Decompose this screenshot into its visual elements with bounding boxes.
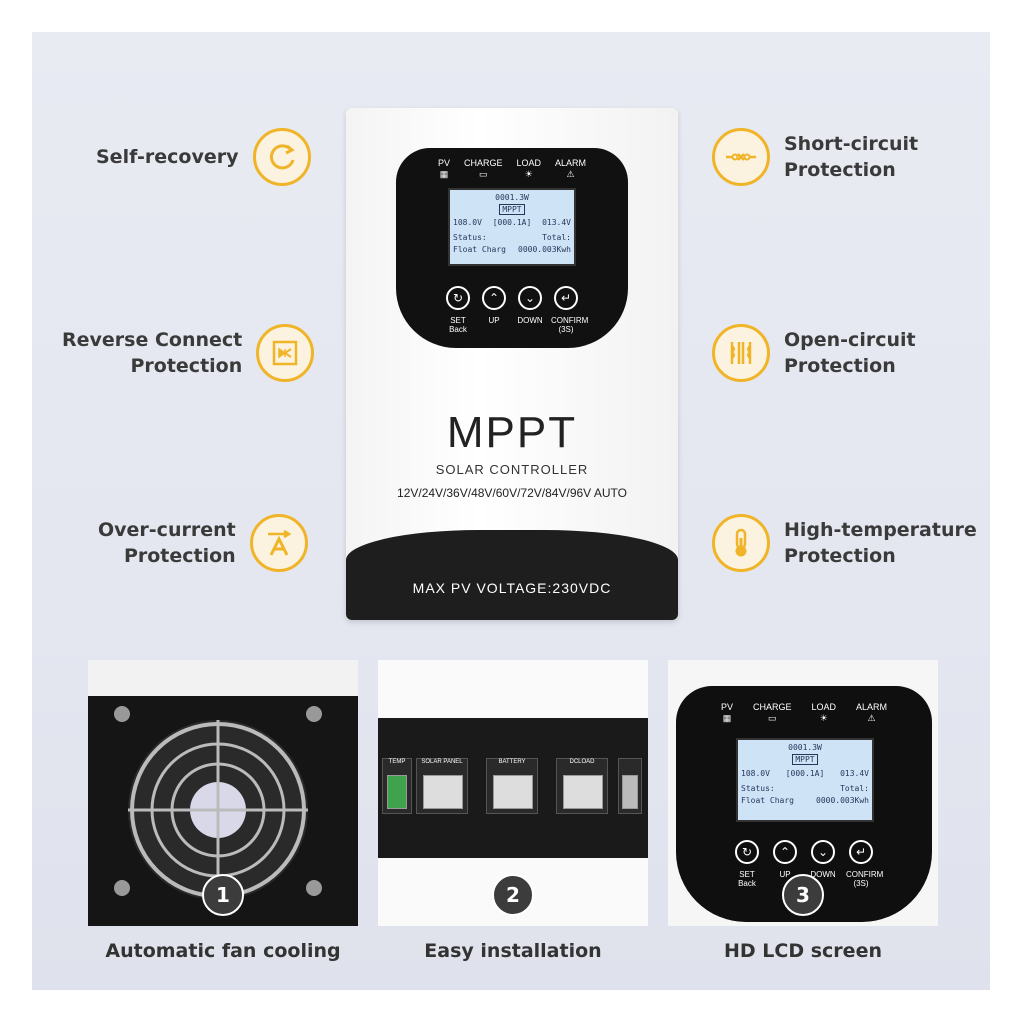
device-subtitle: SOLAR CONTROLLER [435,462,589,477]
enter-icon: ↵ [855,845,867,859]
battery-icon: ▭ [767,713,777,723]
indicator-load: LOAD☀ [811,702,837,723]
feature-label: Open-circuit [784,329,916,351]
battery-terminal: BATTERY [486,758,538,814]
feature-label: Reverse Connect [62,329,243,351]
confirm-button[interactable]: ↵ [849,840,873,864]
set-button[interactable]: ↻ [735,840,759,864]
feature-label: Protection [784,545,896,567]
step-number: 1 [202,874,244,916]
up-button-label: UP [488,316,500,325]
set-button[interactable]: ↻ [446,286,470,310]
lcd-screen: 0001.3W MPPT 108.0V [000.1A] 013.4V Status… [448,188,576,266]
refresh-icon: ↻ [741,845,753,859]
feature-open-circuit: Open-circuit Protection [712,324,916,382]
feature-label: Short-circuit [784,133,919,155]
temp-terminal: TEMP [382,758,412,814]
bulb-icon: ☀ [819,713,828,723]
indicator-load: LOAD☀ [516,158,542,179]
battery-icon: ▭ [478,169,488,179]
indicator-charge: CHARGE▭ [463,158,503,179]
display-bezel: PV▦ CHARGE▭ LOAD☀ ALARM⚠ 0001.3W MPPT 10… [396,148,628,348]
down-button[interactable]: ⌄ [518,286,542,310]
feature-label: Self-recovery [96,146,239,168]
feature-short-circuit: Short-circuit Protection [712,128,918,186]
feature-label: Protection [784,355,896,377]
feature-label: Over-current [98,519,236,541]
indicator-alarm: ALARM⚠ [555,158,587,179]
feature-over-current: Over-current Protection [98,514,308,572]
max-pv-voltage: MAX PV VOLTAGE:230VDC [412,580,612,596]
down-button-label: DOWN [517,316,543,325]
indicator-pv: PV▦ [437,158,450,179]
caption-installation: Easy installation [424,940,602,962]
terminal-strip: TEMP SOLAR PANEL BATTERY DCLOAD [378,718,648,858]
solar-panel-terminal: SOLAR PANEL [416,758,468,814]
chevron-down-icon: ⌄ [817,845,829,859]
bulb-icon: ☀ [524,169,533,179]
photo-terminals: TEMP SOLAR PANEL BATTERY DCLOAD 2 [378,660,648,926]
lcd-mode: MPPT [499,204,525,215]
lcd-pv-voltage: 108.0V [453,218,482,227]
lcd-screen: 0001.3W MPPT 108.0V[000.1A]013.4V Status… [736,738,874,822]
photo-fan: 1 [88,660,358,926]
transformer-icon [712,324,770,382]
step-number: 2 [492,874,534,916]
dc-load-terminal: DCLOAD [556,758,608,814]
indicator-alarm: ALARM⚠ [856,702,888,723]
feature-label: Protection [130,355,243,377]
refresh-icon: ↻ [452,291,464,305]
grid-icon: ▦ [722,713,732,723]
lcd-battery-voltage: 013.4V [542,218,571,227]
chevron-up-icon: ⌃ [488,291,500,305]
device-base: MAX PV VOLTAGE:230VDC [346,530,678,620]
feature-reverse-connect: Reverse Connect Protection [62,324,315,382]
feature-label: Protection [784,159,896,181]
enter-icon: ↵ [560,291,572,305]
caption-fan: Automatic fan cooling [105,940,341,962]
up-button[interactable]: ⌃ [482,286,506,310]
lcd-status-label: Status: [453,233,487,242]
caption-lcd: HD LCD screen [724,940,882,962]
up-button[interactable]: ⌃ [773,840,797,864]
grid-icon: ▦ [439,169,449,179]
chevron-down-icon: ⌄ [524,291,536,305]
feature-label: Protection [123,545,236,567]
mppt-controller: PV▦ CHARGE▭ LOAD☀ ALARM⚠ 0001.3W MPPT 10… [346,108,678,620]
step-number: 3 [782,874,824,916]
thermometer-icon [712,514,770,572]
chevron-up-icon: ⌃ [779,845,791,859]
confirm-button-label: CONFIRM (3S) [551,316,589,334]
indicator-pv: PV▦ [720,702,733,723]
lcd-total-label: Total: [542,233,571,242]
recovery-icon [252,128,311,186]
short-circuit-icon [712,128,770,186]
photo-lcd: PV▦ CHARGE▭ LOAD☀ ALARM⚠ 0001.3W MPPT 10… [668,660,938,926]
lcd-total-value: 0000.003Kwh [518,245,571,254]
warning-icon: ⚠ [566,169,575,179]
warning-icon: ⚠ [867,713,876,723]
lcd-current: [000.1A] [492,218,532,227]
diode-bridge-icon [256,324,315,382]
brand-title: MPPT [446,408,578,457]
ammeter-icon [249,514,308,572]
indicator-charge: CHARGE▭ [752,702,792,723]
voltage-range: 12V/24V/36V/48V/60V/72V/84V/96V AUTO [397,486,627,500]
fan-icon [114,706,322,900]
feature-self-recovery: Self-recovery [96,128,311,186]
set-button-label: SET Back [449,316,467,334]
confirm-button[interactable]: ↵ [554,286,578,310]
feature-high-temperature: High-temperature Protection [712,514,977,572]
down-button[interactable]: ⌄ [811,840,835,864]
lcd-status-value: Float Charg [453,245,506,254]
lcd-power: 0001.3W [495,193,529,202]
rj45-port [618,758,642,814]
feature-label: High-temperature [784,519,977,541]
